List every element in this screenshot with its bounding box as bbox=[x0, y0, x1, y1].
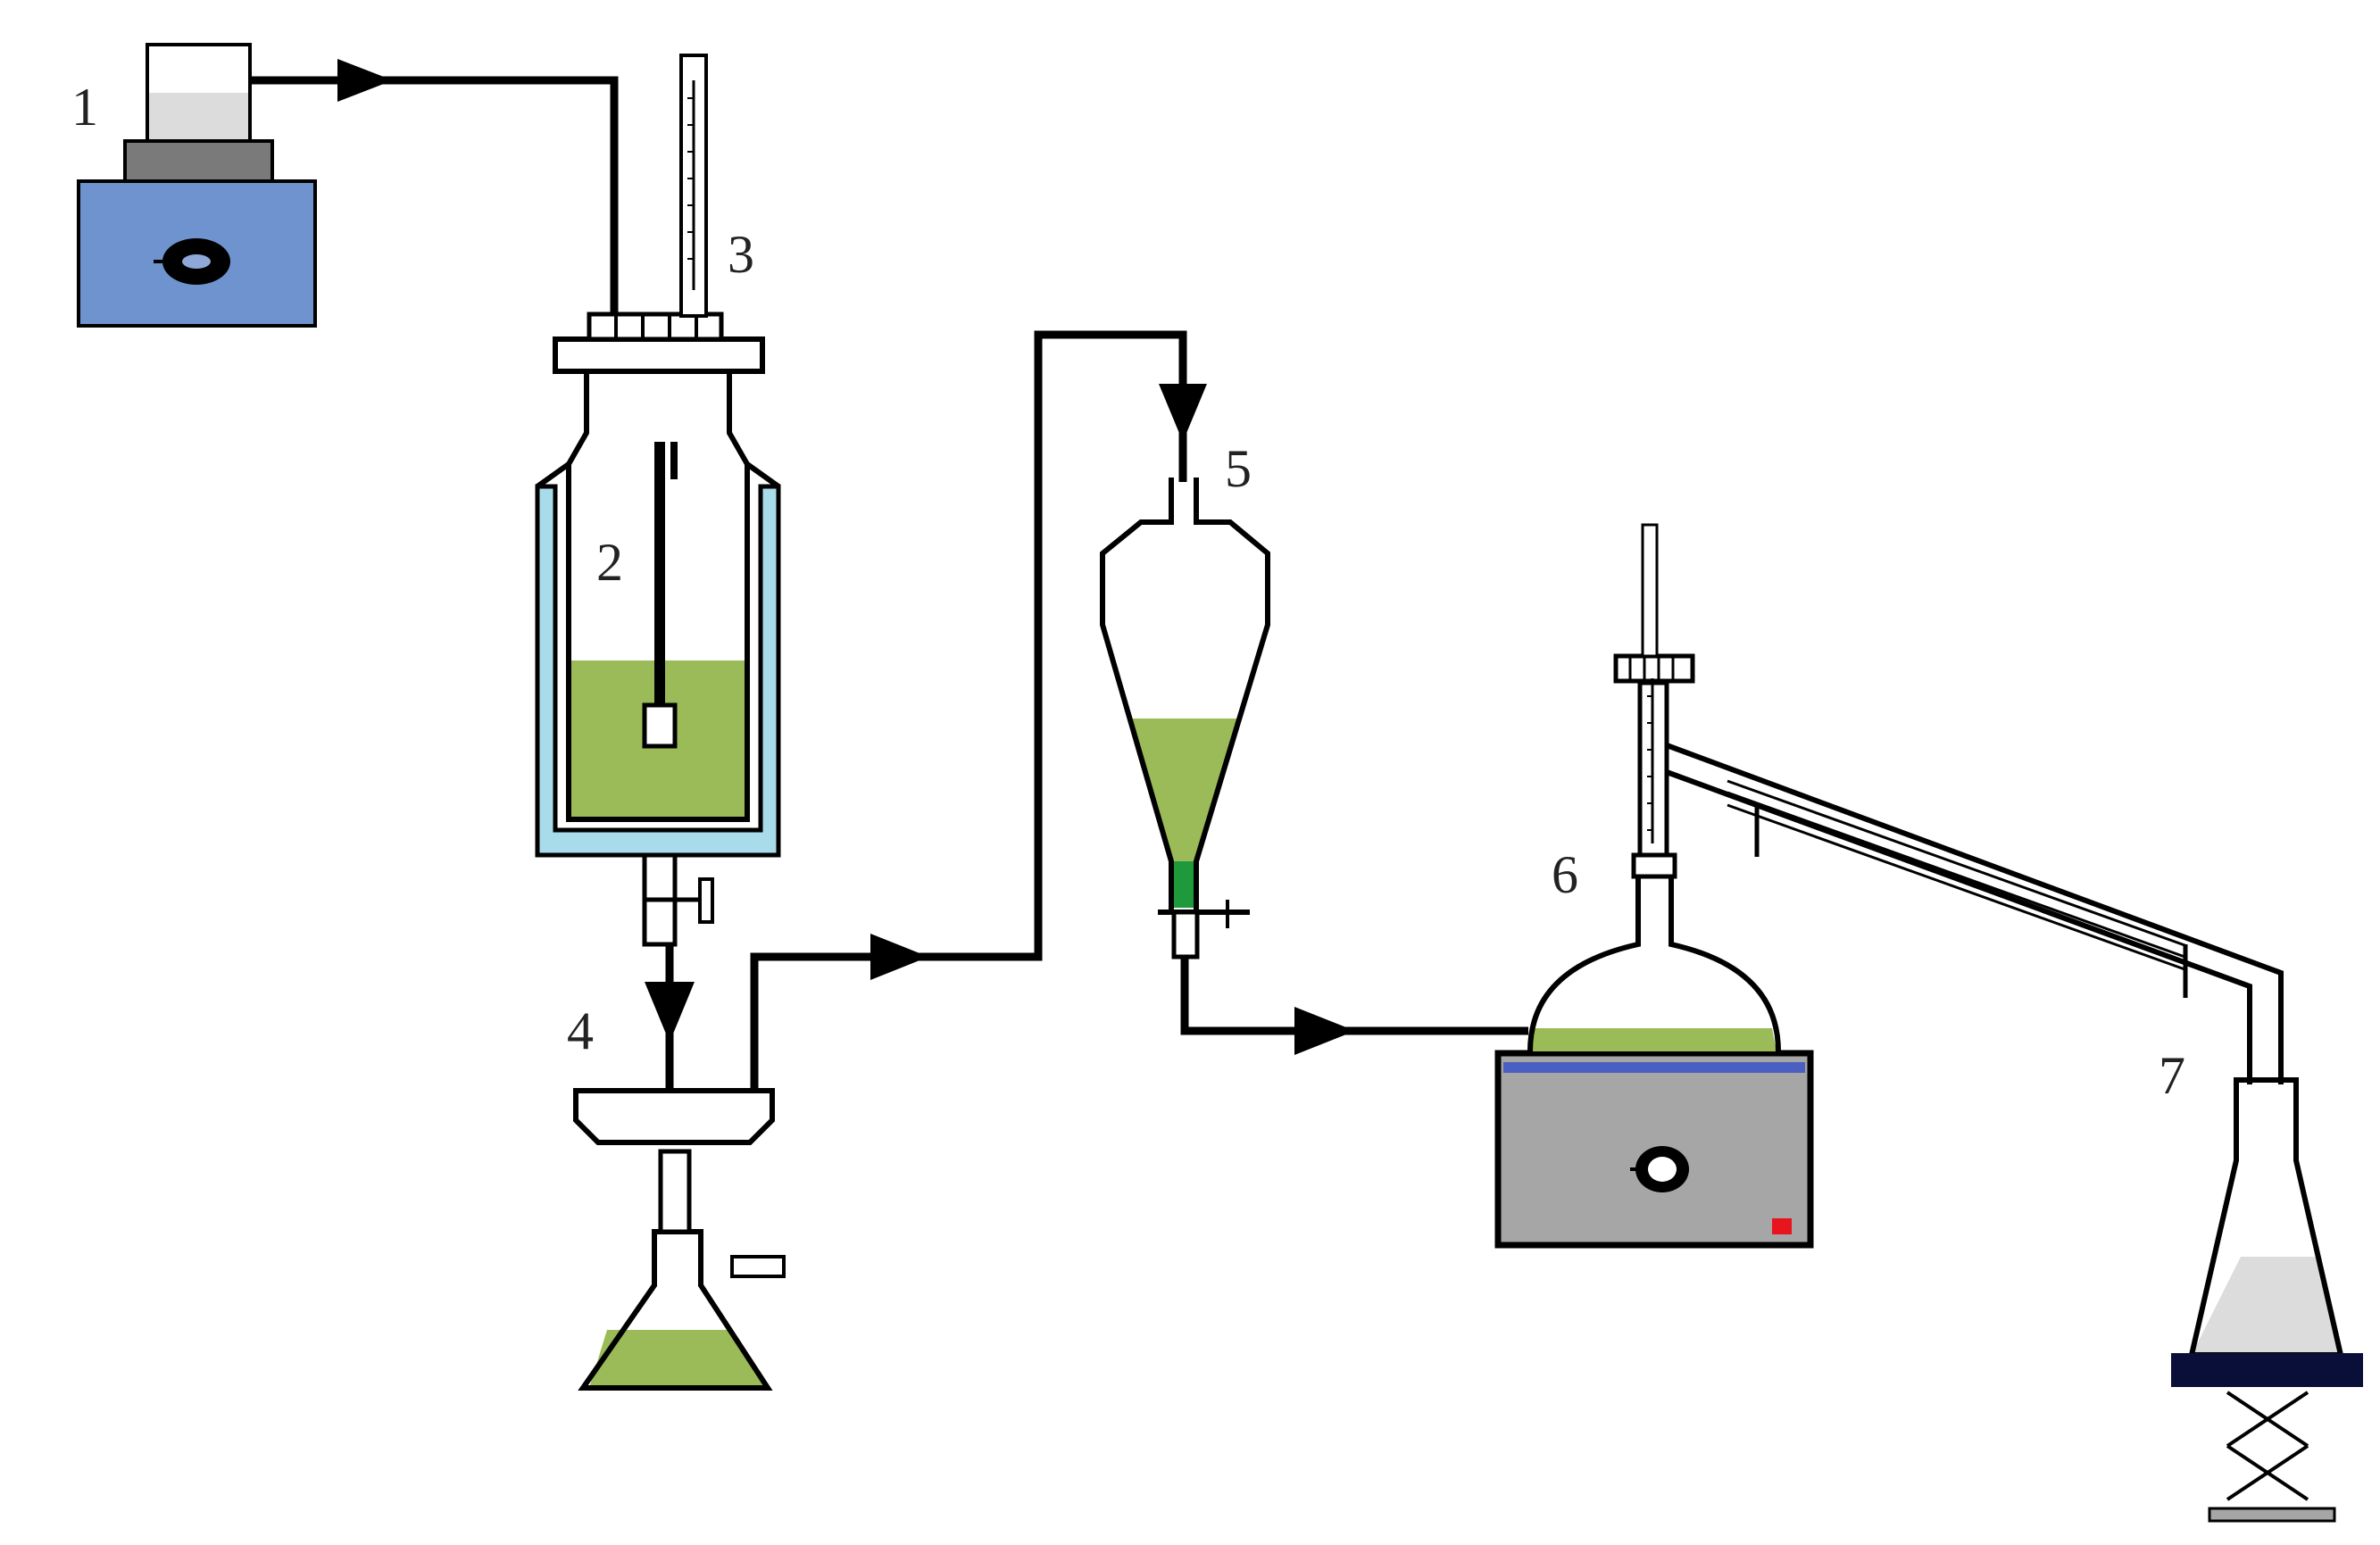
pipe-separator-to-flask bbox=[1180, 957, 1528, 1055]
flow-arrow-icon bbox=[645, 982, 695, 1042]
label-3: 3 bbox=[728, 225, 754, 284]
jacketed-reactor bbox=[535, 311, 781, 947]
round-bottom-flask bbox=[1527, 852, 1781, 1052]
label-4: 4 bbox=[567, 1001, 594, 1060]
flask-liquid-rb bbox=[1530, 1028, 1777, 1051]
separator-dark-layer bbox=[1171, 861, 1196, 908]
lab-jack bbox=[2171, 1353, 2363, 1523]
label-7: 7 bbox=[2159, 1046, 2185, 1105]
flow-arrow-icon bbox=[337, 59, 393, 102]
flask-liquid bbox=[589, 1330, 768, 1388]
distillate bbox=[2192, 1257, 2341, 1355]
label-5: 5 bbox=[1225, 439, 1252, 498]
pipe-reactor-to-filter bbox=[645, 944, 695, 1093]
pump-head bbox=[123, 139, 274, 183]
heating-mantle bbox=[1494, 1050, 1814, 1249]
funnel-stem bbox=[658, 1149, 692, 1234]
separatory-funnel bbox=[1100, 478, 1270, 959]
separator-body bbox=[1100, 478, 1270, 910]
label-6: 6 bbox=[1552, 845, 1578, 904]
side-arm bbox=[730, 1255, 786, 1278]
thermometer-reactor bbox=[679, 54, 708, 318]
pump bbox=[77, 43, 317, 328]
flow-arrow-icon bbox=[870, 934, 928, 980]
pump-reservoir-liquid bbox=[149, 93, 248, 139]
receiving-flask bbox=[2188, 1077, 2344, 1358]
indicator-light bbox=[1772, 1218, 1792, 1234]
condenser bbox=[1665, 743, 2284, 1084]
jack-base bbox=[2208, 1507, 2336, 1523]
separator-liquid bbox=[1132, 719, 1239, 861]
stirrer-paddle bbox=[642, 702, 678, 749]
heater-stripe bbox=[1503, 1062, 1805, 1073]
stirrer-shaft bbox=[654, 442, 665, 705]
label-2: 2 bbox=[596, 533, 623, 592]
label-1: 1 bbox=[71, 78, 98, 137]
flask-body bbox=[578, 1229, 773, 1391]
water-jacket bbox=[535, 484, 781, 858]
stopcock-icon bbox=[1171, 910, 1200, 959]
flow-arrow-icon bbox=[1159, 384, 1207, 442]
distillation-head-thermometer bbox=[1613, 523, 1695, 858]
flow-arrow-icon bbox=[1294, 1007, 1355, 1055]
reactor-lid bbox=[553, 336, 765, 374]
funnel-bowl bbox=[573, 1088, 775, 1145]
reactor-vessel bbox=[566, 355, 750, 822]
outlet-valve-icon bbox=[698, 877, 714, 924]
pipe-filter-to-separator bbox=[750, 330, 1207, 1091]
pipe-pump-to-reactor bbox=[250, 59, 619, 317]
filter-flask bbox=[573, 1088, 786, 1391]
jack-platform bbox=[2171, 1353, 2363, 1387]
